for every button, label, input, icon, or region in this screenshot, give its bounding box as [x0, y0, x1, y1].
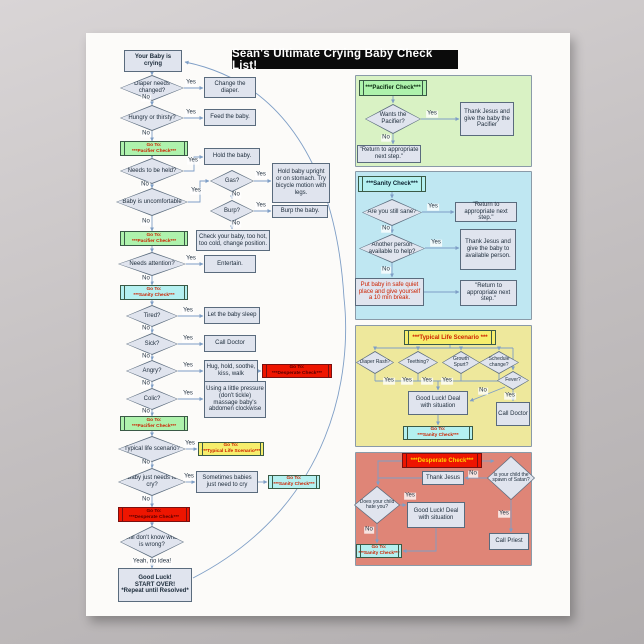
edge-label-yes: Yes: [441, 377, 453, 385]
goto-pacifier-check-1: Go To:***Pacifier Check***: [120, 141, 188, 156]
edge-label-no: No: [140, 181, 150, 189]
node-just-cry: Sometimes babies just need to cry: [196, 471, 258, 493]
node-give-pacifier: Thank Jesus and give the baby the Pacifi…: [460, 102, 514, 136]
goto-typical-life: Go To:***Typical Life Scenario***: [198, 442, 264, 456]
goto-desperate-check-1: Go To:***Desperate Check***: [262, 364, 332, 378]
node-entertain: Entertain.: [204, 255, 256, 273]
edge-label-yes: Yes: [190, 187, 202, 195]
node-let-sleep: Let the baby sleep: [204, 307, 260, 324]
goto-pacifier-check-3: Go To:***Pacifier Check***: [120, 416, 188, 431]
edge-label-no: No: [364, 526, 374, 534]
edge-label-yes: Yes: [427, 203, 439, 211]
typical-life-header: ***Typical Life Scenario ***: [404, 330, 496, 345]
edge-label-yes: Yes: [182, 362, 194, 370]
edge-label-yes: Yes: [185, 109, 197, 117]
sanity-check-header: ***Sanity Check***: [358, 176, 426, 192]
edge-label-yes: Yes: [185, 79, 197, 87]
decision-teething: Teething?: [398, 351, 438, 374]
node-return-next-step-3: "Return to appropriate next step.": [460, 280, 517, 306]
edge-label-yes: Yes: [182, 335, 194, 343]
edge-label-no: No: [381, 266, 391, 274]
goto-sanity-check-3: Go To:***Sanity Check***: [403, 426, 473, 440]
node-hug-soothe: Hug, hold, soothe, kiss, walk: [204, 360, 258, 382]
edge-label-no: No: [381, 134, 391, 142]
node-deal-with-it-2: Good Luck! Deal with situation: [407, 502, 465, 528]
edge-label-no: No: [381, 225, 391, 233]
edge-label-yes: Yes: [187, 157, 199, 165]
edge-label-no: No: [141, 353, 151, 361]
edge-label-no: No: [141, 408, 151, 416]
decision-fever: Fever?: [497, 371, 529, 390]
node-call-priest: Call Priest: [489, 533, 529, 550]
node-change-diaper: Change the diaper.: [204, 77, 256, 98]
edge-label-no: No: [141, 380, 151, 388]
edge-label-yes: Yes: [498, 510, 510, 518]
node-return-next-step-1: "Return to appropriate next step.": [357, 145, 421, 163]
node-start-over: Good Luck!START OVER!*Repeat until Resol…: [118, 568, 192, 602]
edge-label-yes: Yes: [401, 377, 413, 385]
edge-label-yes: Yes: [183, 473, 195, 481]
edge-label-no: No: [141, 130, 151, 138]
edge-label-no-idea: Yeah, no idea!: [131, 558, 173, 566]
edge-label-yes: Yes: [430, 239, 442, 247]
goto-desperate-check-2: Go To:***Desperate Check***: [118, 507, 190, 522]
node-start: Your Baby is crying: [124, 50, 182, 72]
node-gas-remedy: Hold baby upright or on stomach. Try bic…: [272, 163, 330, 203]
edge-label-no: No: [141, 275, 151, 283]
edge-label-yes: Yes: [185, 255, 197, 263]
node-call-doctor: Call Doctor: [204, 335, 256, 352]
edge-label-yes: Yes: [255, 202, 267, 210]
node-feed-baby: Feed the baby.: [204, 109, 256, 126]
edge-label-yes: Yes: [182, 307, 194, 315]
edge-label-no: No: [231, 220, 241, 228]
edge-label-no: No: [141, 218, 151, 226]
decision-schedule-change: Schedule change?: [479, 351, 519, 374]
decision-colic: Colic?: [126, 388, 178, 410]
edge-label-no: No: [478, 387, 488, 395]
goto-sanity-check-4: Go To:***Sanity Check***: [356, 544, 402, 558]
node-thank-jesus: Thank Jesus: [422, 471, 464, 485]
edge-label-yes: Yes: [404, 492, 416, 500]
edge-label-yes: Yes: [421, 377, 433, 385]
node-hold-baby: Hold the baby.: [204, 148, 260, 165]
pacifier-check-header: ***Pacifier Check***: [359, 80, 427, 96]
decision-angry: Angry?: [126, 360, 178, 382]
edge-label-yes: Yes: [182, 390, 194, 398]
node-check-baby: Check your baby, too hot, too cold, chan…: [196, 230, 270, 251]
edge-label-yes: Yes: [184, 440, 196, 448]
edge-label-no: No: [231, 191, 241, 199]
decision-sick: Sick?: [126, 333, 178, 355]
edge-label-no: No: [141, 459, 151, 467]
goto-pacifier-check-2: Go To:***Pacifier Check***: [120, 231, 188, 246]
decision-tired: Tired?: [126, 305, 178, 327]
edge-label-no: No: [141, 94, 151, 102]
desperate-check-header: ***Desperate Check***: [402, 453, 482, 468]
node-call-doctor-2: Call Doctor: [496, 402, 530, 426]
node-return-next-step-2: "Return to appropriate next step.": [455, 202, 517, 222]
goto-sanity-check-1: Go To:***Sanity Check***: [120, 285, 188, 300]
node-take-break: Put baby in safe quiet place and give yo…: [355, 278, 424, 306]
edge-label-no: No: [141, 496, 151, 504]
decision-diaper-rash: Diaper Rash?: [356, 351, 394, 374]
poster-title-text: Sean's Ultimate Crying Baby Check List!: [232, 47, 433, 72]
node-deal-with-it: Good Luck! Deal with situation: [408, 391, 468, 415]
node-colic-massage: Using a little pressure (don't tickle) m…: [204, 381, 266, 418]
edge-label-no: No: [141, 325, 151, 333]
node-burp-baby: Burp the baby.: [272, 205, 328, 218]
goto-sanity-check-2: Go To:***Sanity Check***: [268, 475, 320, 489]
edge-label-yes: Yes: [255, 171, 267, 179]
edge-label-yes: Yes: [504, 392, 516, 400]
edge-label-yes: Yes: [426, 110, 438, 118]
edge-label-yes: Yes: [383, 377, 395, 385]
decision-growth-spurt: Growth Spurt?: [442, 351, 480, 374]
poster-title: Sean's Ultimate Crying Baby Check List!: [232, 47, 458, 72]
edge-label-no: No: [468, 470, 478, 478]
node-give-to-person: Thank Jesus and give the baby to availab…: [460, 229, 516, 270]
